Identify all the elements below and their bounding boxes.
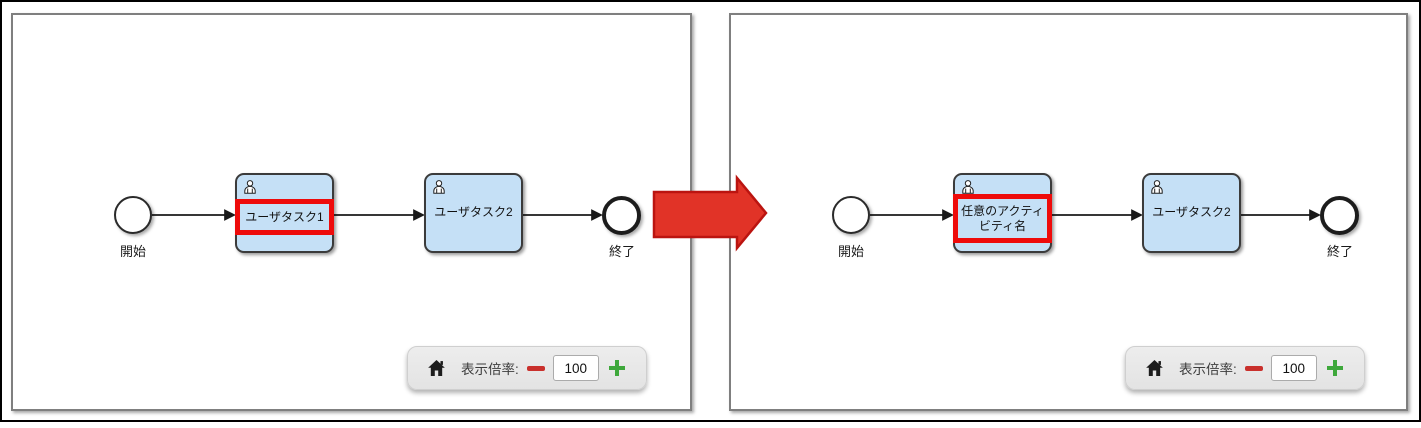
bpmn-panel-after: 開始 任意のアクティビティ名	[729, 13, 1408, 411]
end-event[interactable]	[1320, 196, 1359, 235]
zoom-toolbar: 表示倍率:	[1125, 346, 1365, 390]
start-event-label: 開始	[837, 244, 864, 259]
task-1-label: 任意のアクティビティ名	[961, 203, 1044, 233]
user-task-1[interactable]: 任意のアクティビティ名	[953, 173, 1052, 253]
user-task-person-icon	[433, 180, 445, 194]
end-event[interactable]	[602, 196, 641, 235]
task-name-highlight-box: ユーザタスク1	[235, 199, 334, 235]
zoom-ratio-label: 表示倍率:	[461, 362, 519, 377]
user-task-2[interactable]: ユーザタスク2	[1142, 173, 1241, 253]
zoom-in-button[interactable]	[1326, 359, 1344, 377]
red-right-arrow	[652, 174, 768, 252]
zoom-value-input[interactable]	[1270, 355, 1317, 381]
home-icon[interactable]	[1145, 359, 1164, 377]
zoom-ratio-label: 表示倍率:	[1179, 362, 1237, 377]
end-event-label: 終了	[608, 244, 635, 259]
zoom-out-button[interactable]	[1244, 365, 1263, 371]
start-event-label: 開始	[119, 244, 146, 259]
zoom-in-button[interactable]	[608, 359, 626, 377]
home-icon[interactable]	[427, 359, 446, 377]
start-event[interactable]	[114, 196, 152, 234]
user-task-1[interactable]: ユーザタスク1	[235, 173, 334, 253]
zoom-toolbar: 表示倍率:	[407, 346, 647, 390]
user-task-person-icon	[962, 180, 974, 194]
task-1-label: ユーザタスク1	[245, 209, 324, 224]
zoom-out-button[interactable]	[526, 365, 545, 371]
end-event-label: 終了	[1326, 244, 1353, 259]
user-task-person-icon	[1151, 180, 1163, 194]
zoom-value-input[interactable]	[552, 355, 599, 381]
task-2-label: ユーザタスク2	[434, 205, 513, 220]
task-2-label: ユーザタスク2	[1152, 205, 1231, 220]
task-name-highlight-box: 任意のアクティビティ名	[953, 194, 1052, 243]
bpmn-panel-before: 開始 ユーザタスク1	[11, 13, 692, 411]
user-task-person-icon	[244, 180, 256, 194]
user-task-2[interactable]: ユーザタスク2	[424, 173, 523, 253]
start-event[interactable]	[832, 196, 870, 234]
